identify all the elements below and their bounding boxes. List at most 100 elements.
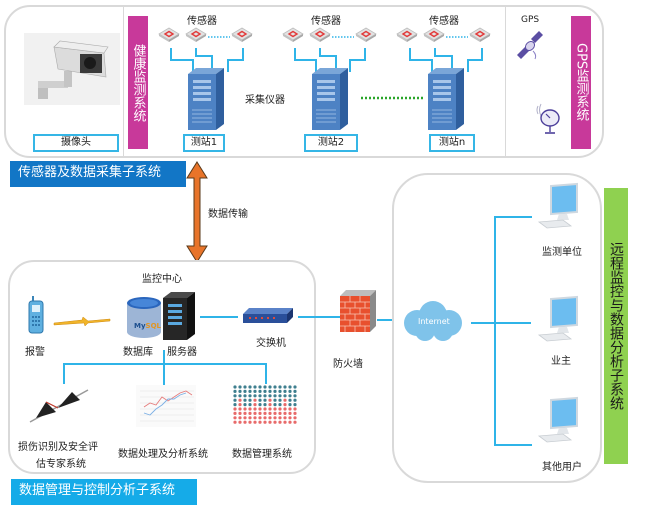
matrix-dot <box>233 394 237 398</box>
matrix-dot <box>263 420 267 424</box>
matrix-dot <box>258 403 262 407</box>
matrix-dot <box>258 416 262 420</box>
collector-label: 采集仪器 <box>245 95 285 106</box>
matrix-dot <box>238 389 242 393</box>
matrix-dot <box>263 407 267 411</box>
matrix-dot <box>278 394 282 398</box>
matrix-dot <box>243 398 247 402</box>
firewall-icon <box>340 290 376 332</box>
computer-icon-other-users <box>537 396 578 443</box>
network-switch-icon <box>243 308 293 323</box>
matrix-dot <box>268 389 272 393</box>
matrix-dot <box>283 398 287 402</box>
matrix-dot <box>233 420 237 424</box>
matrix-dot <box>238 394 242 398</box>
matrix-dot <box>258 398 262 402</box>
matrix-dot <box>243 420 247 424</box>
expert-system-label-line2: 估专家系统 <box>36 459 86 470</box>
matrix-dot <box>243 389 247 393</box>
matrix-dot <box>238 403 242 407</box>
lightning-link-icon <box>53 316 111 327</box>
client-3-connector <box>494 444 532 446</box>
matrix-dot <box>243 385 247 389</box>
matrix-dot <box>248 411 252 415</box>
matrix-dot <box>288 420 292 424</box>
matrix-dot <box>268 420 272 424</box>
matrix-dot <box>268 394 272 398</box>
matrix-dot <box>288 416 292 420</box>
server-label: 服务器 <box>167 347 197 358</box>
matrix-dot <box>273 420 277 424</box>
collector-server-icon <box>427 67 465 131</box>
switch-label: 交换机 <box>256 338 286 349</box>
management-connector <box>265 363 267 384</box>
matrix-dot <box>293 420 297 424</box>
matrix-dot <box>243 407 247 411</box>
matrix-dot <box>263 389 267 393</box>
matrix-dot <box>238 411 242 415</box>
matrix-dot <box>243 403 247 407</box>
monitoring-center-label: 监控中心 <box>142 274 182 285</box>
matrix-dot <box>268 407 272 411</box>
collector-server-icon <box>187 67 225 131</box>
matrix-dot <box>268 416 272 420</box>
matrix-dot <box>233 403 237 407</box>
matrix-dot <box>288 385 292 389</box>
matrix-dot <box>273 416 277 420</box>
matrix-dot <box>268 411 272 415</box>
sensor-icon <box>231 27 253 43</box>
matrix-dot <box>288 398 292 402</box>
camera-icon <box>24 33 120 105</box>
matrix-dot <box>253 407 257 411</box>
matrix-dot <box>238 385 242 389</box>
matrix-dot <box>268 385 272 389</box>
sensor-icon <box>355 27 377 43</box>
computer-icon-monitoring-unit <box>537 182 578 229</box>
matrix-dot <box>258 394 262 398</box>
mysql-database-icon: MySQL <box>127 297 162 338</box>
bridge-expert-icon <box>29 389 89 423</box>
database-label: 数据库 <box>123 347 153 358</box>
matrix-dot <box>293 389 297 393</box>
matrix-dot <box>288 394 292 398</box>
matrix-dot <box>268 403 272 407</box>
remote-monitoring-bar: 远程监控与数据分析子系统 <box>604 188 628 464</box>
matrix-dot <box>243 411 247 415</box>
camera-label: 摄像头 <box>33 134 119 152</box>
panel-divider-left <box>123 6 124 157</box>
subsystem-horizontal-connector <box>63 363 266 365</box>
matrix-dot <box>278 407 282 411</box>
gps-label: GPS <box>521 15 540 25</box>
matrix-dot <box>238 398 242 402</box>
matrix-dot <box>278 389 282 393</box>
satellite-icon <box>517 31 543 60</box>
client-label-monitoring-unit: 监测单位 <box>542 247 582 258</box>
matrix-dot <box>278 411 282 415</box>
matrix-dot <box>263 398 267 402</box>
matrix-dot <box>253 420 257 424</box>
matrix-dot <box>273 389 277 393</box>
matrix-dot <box>293 398 297 402</box>
matrix-dot <box>258 389 262 393</box>
dot-matrix-thumbnail-icon <box>233 385 297 424</box>
management-system-label: 数据管理系统 <box>232 449 292 460</box>
server-switch-connector <box>200 316 238 318</box>
expert-system-label-line1: 损伤识别及安全评 <box>18 442 98 453</box>
matrix-dot <box>253 411 257 415</box>
matrix-dot <box>293 411 297 415</box>
satellite-dish-icon <box>536 103 560 134</box>
matrix-dot <box>273 407 277 411</box>
sensor-icon <box>423 27 445 43</box>
matrix-dot <box>248 394 252 398</box>
matrix-dot <box>253 389 257 393</box>
matrix-dot <box>233 416 237 420</box>
matrix-dot <box>248 389 252 393</box>
matrix-dot <box>278 420 282 424</box>
sensor-icon <box>158 27 180 43</box>
matrix-dot <box>253 385 257 389</box>
client-label-other-users: 其他用户 <box>542 462 582 473</box>
matrix-dot <box>263 411 267 415</box>
matrix-dot <box>283 403 287 407</box>
collector-server-icon <box>311 67 349 131</box>
matrix-dot <box>273 385 277 389</box>
